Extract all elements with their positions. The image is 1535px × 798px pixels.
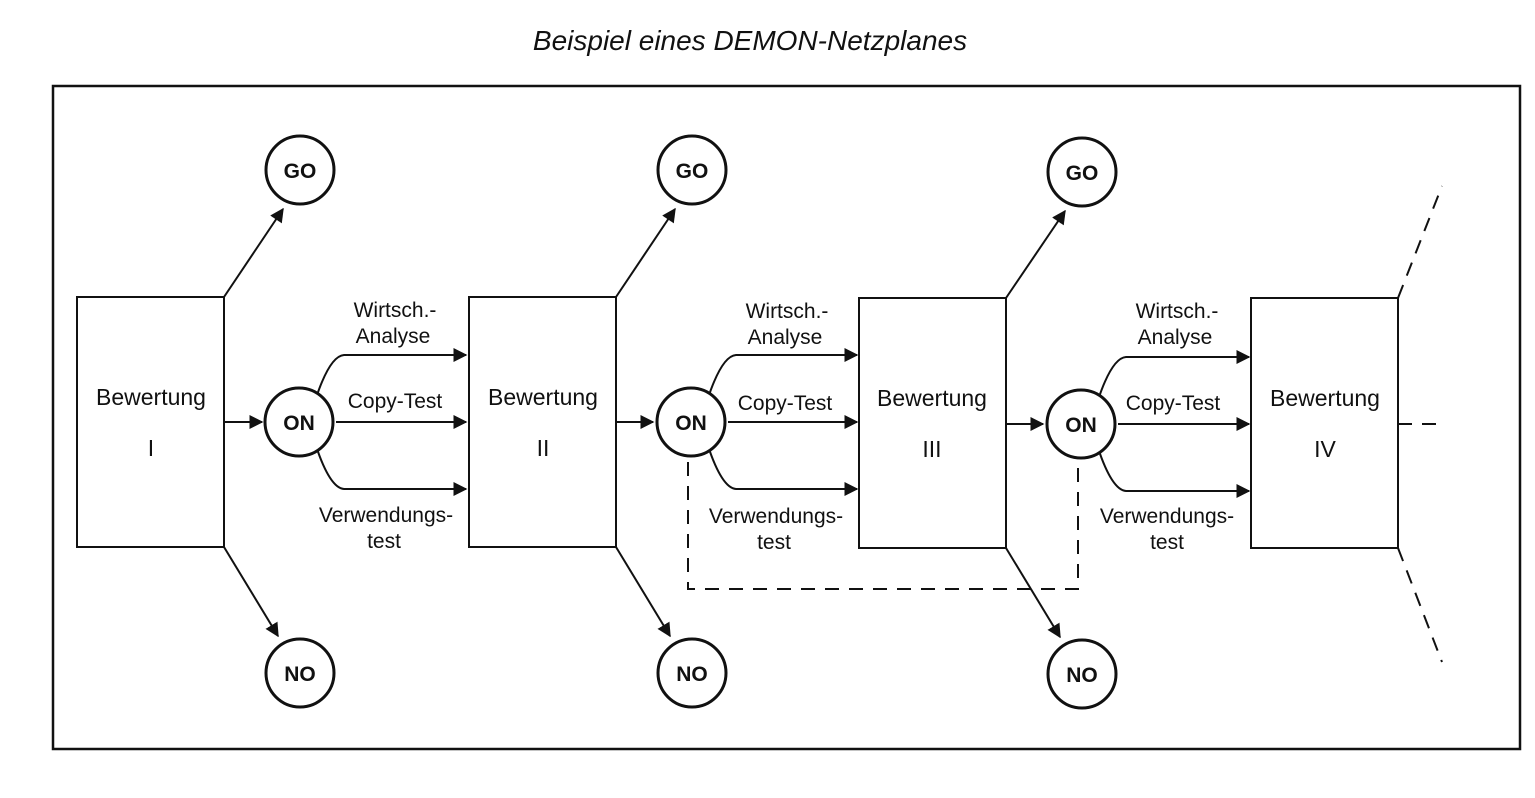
verw-label-line2-1: test — [367, 530, 401, 553]
arrow-verw-1 — [315, 445, 468, 496]
stage-box-4: Bewertung IV — [1250, 297, 1399, 549]
no-node-1: NO — [264, 637, 336, 709]
diagram-frame — [51, 84, 1522, 751]
no-label-2: NO — [676, 663, 708, 686]
go-node-1: GO — [264, 134, 336, 206]
arrow-no-2 — [615, 546, 671, 638]
arrow-go-1 — [223, 207, 284, 298]
no-label-1: NO — [284, 663, 316, 686]
arrow-no-3 — [1005, 547, 1061, 639]
stage-box-1: Bewertung I — [76, 296, 225, 548]
copy-label-3: Copy-Test — [1126, 392, 1221, 415]
on-node-2: ON — [655, 386, 727, 458]
on-node-1: ON — [263, 386, 335, 458]
stage-numeral-3: III — [922, 436, 941, 462]
dashed-feedback-loop — [687, 462, 1079, 590]
wirtsch-label-line1-1: Wirtsch.- — [354, 299, 437, 322]
stage-label-3: Bewertung — [877, 385, 987, 411]
stage-numeral-4: IV — [1314, 436, 1336, 462]
go-node-3: GO — [1046, 136, 1118, 208]
diagram-title: Beispiel eines DEMON-Netzplanes — [533, 25, 967, 56]
go-label-3: GO — [1066, 162, 1099, 185]
wirtsch-label-line2-2: Analyse — [748, 326, 823, 349]
on-label-2: ON — [675, 412, 707, 435]
arrow-go-3 — [1005, 209, 1066, 299]
on-node-3: ON — [1045, 388, 1117, 460]
wirtsch-label-line1-3: Wirtsch.- — [1136, 300, 1219, 323]
stage-box-2: Bewertung II — [468, 296, 617, 548]
on-label-3: ON — [1065, 414, 1097, 437]
arrow-wirtsch-3 — [1097, 350, 1251, 401]
arrow-go-2 — [615, 207, 676, 298]
stage-label-1: Bewertung — [96, 384, 206, 410]
wirtsch-label-line2-1: Analyse — [356, 325, 431, 348]
copy-label-2: Copy-Test — [738, 392, 833, 415]
dashed-continuation-bottom — [1397, 547, 1443, 663]
copy-label-1: Copy-Test — [348, 390, 443, 413]
go-node-2: GO — [656, 134, 728, 206]
arrow-no-1 — [223, 546, 279, 638]
verw-label-line2-2: test — [757, 531, 791, 554]
no-label-3: NO — [1066, 664, 1098, 687]
stage-box-3: Bewertung III — [858, 297, 1007, 549]
verw-label-line2-3: test — [1150, 531, 1184, 554]
no-node-2: NO — [656, 637, 728, 709]
arrow-verw-3 — [1097, 447, 1251, 498]
stage-numeral-2: II — [537, 435, 550, 461]
wirtsch-label-line1-2: Wirtsch.- — [746, 300, 829, 323]
stage-label-2: Bewertung — [488, 384, 598, 410]
stage-numeral-1: I — [148, 435, 154, 461]
arrow-verw-2 — [707, 445, 859, 496]
go-label-1: GO — [284, 160, 317, 183]
go-label-2: GO — [676, 160, 709, 183]
arrow-wirtsch-1 — [315, 348, 468, 399]
verw-label-line1-3: Verwendungs- — [1100, 505, 1234, 528]
no-node-3: NO — [1046, 638, 1118, 710]
verw-label-line1-1: Verwendungs- — [319, 504, 453, 527]
on-label-1: ON — [283, 412, 315, 435]
verw-label-line1-2: Verwendungs- — [709, 505, 843, 528]
wirtsch-label-line2-3: Analyse — [1138, 326, 1213, 349]
dashed-continuation-top — [1397, 185, 1443, 299]
arrow-wirtsch-2 — [707, 348, 859, 399]
stage-label-4: Bewertung — [1270, 385, 1380, 411]
